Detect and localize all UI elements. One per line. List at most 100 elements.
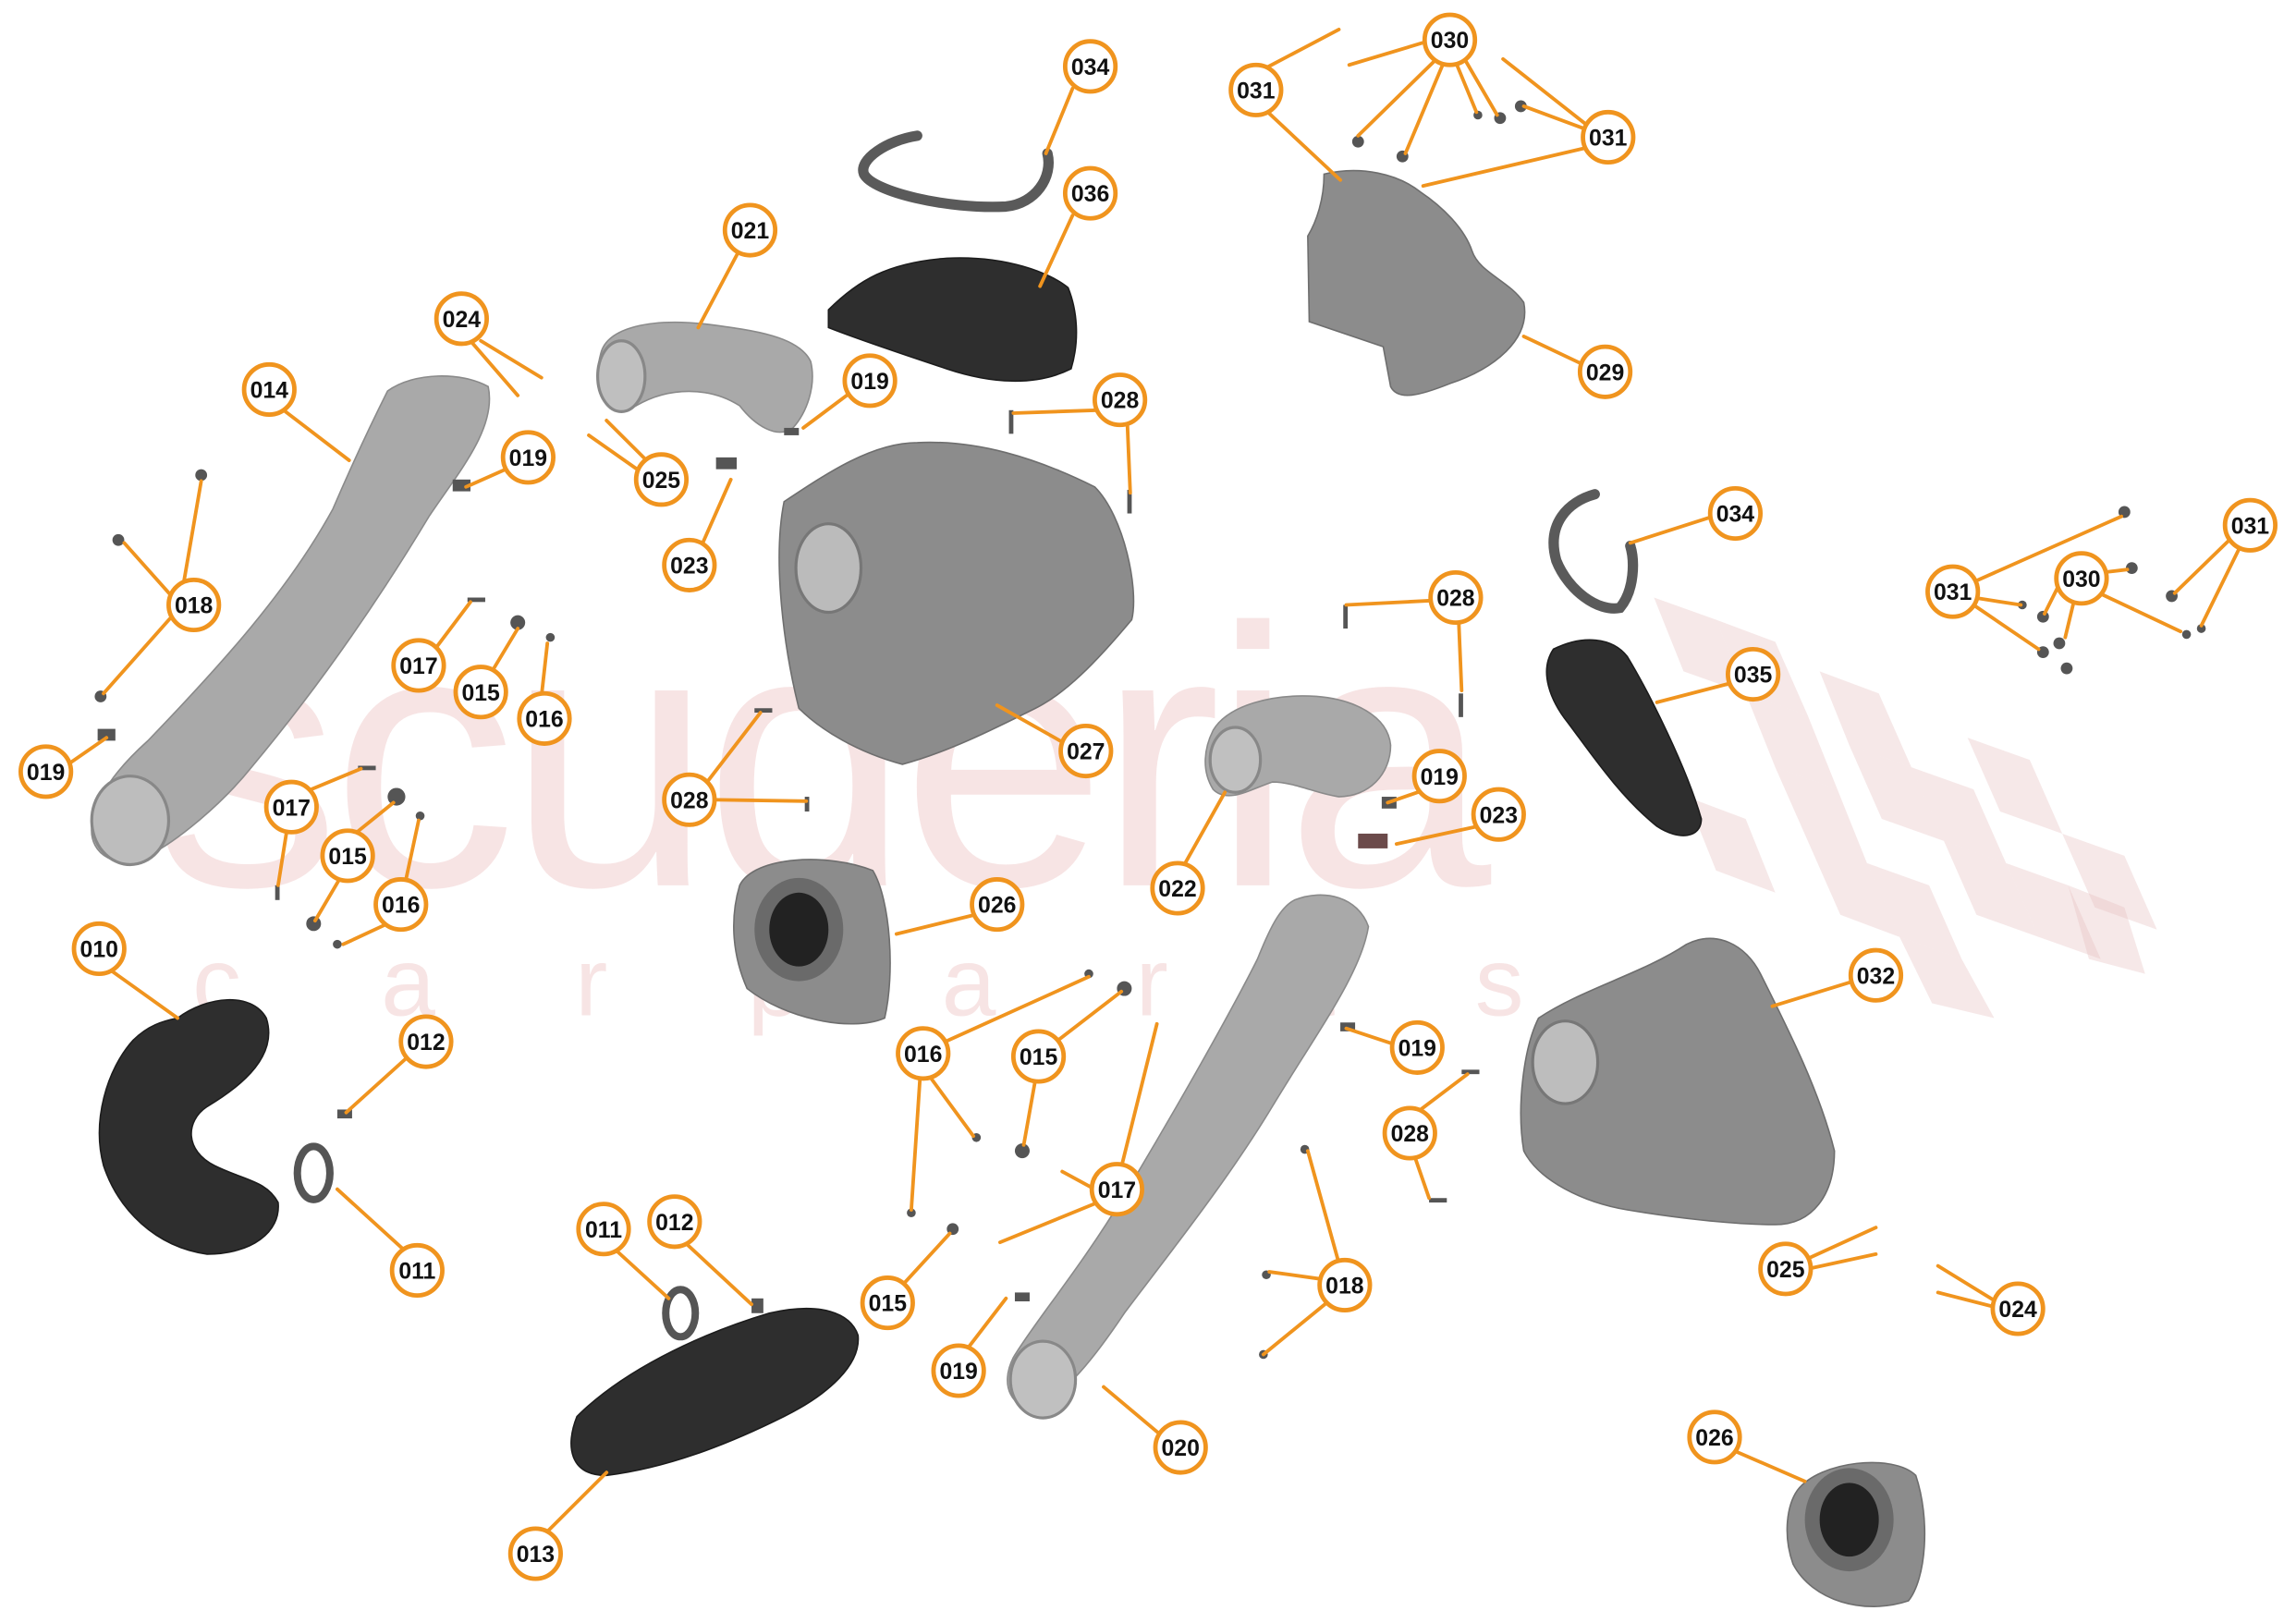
callout-036[interactable]: 036 [1062,165,1118,221]
callout-ring[interactable] [722,202,778,258]
callout-027[interactable]: 027 [1058,724,1114,779]
callout-ring[interactable] [1092,372,1148,428]
callout-ring[interactable] [1010,1029,1067,1084]
callout-ring[interactable] [1925,564,1981,619]
callout-ring[interactable] [970,877,1025,933]
callout-ring[interactable] [1707,486,1764,542]
callout-028[interactable]: 028 [662,772,717,827]
callout-015[interactable]: 015 [1010,1029,1067,1084]
callout-ring[interactable] [18,744,74,799]
callout-ring[interactable] [1758,1241,1814,1297]
callout-018[interactable]: 018 [1317,1257,1373,1312]
callout-ring[interactable] [842,353,898,409]
callout-ring[interactable] [1726,647,1781,702]
callout-ring[interactable] [1089,1162,1144,1217]
callout-019[interactable]: 019 [1411,749,1467,804]
callout-026[interactable]: 026 [1687,1409,1742,1465]
callout-015[interactable]: 015 [320,828,375,884]
callout-019[interactable]: 019 [1389,1019,1445,1075]
callout-ring[interactable] [1990,1281,2046,1336]
callout-ring[interactable] [1317,1257,1373,1312]
callout-017[interactable]: 017 [391,638,446,693]
callout-ring[interactable] [662,772,717,827]
callout-028[interactable]: 028 [1092,372,1148,428]
callout-017[interactable]: 017 [1089,1162,1144,1217]
callout-ring[interactable] [71,921,127,976]
callout-ring[interactable] [1422,12,1478,67]
callout-ring[interactable] [662,537,717,592]
callout-011[interactable]: 011 [576,1202,631,1257]
callout-016[interactable]: 016 [373,877,429,933]
callout-ring[interactable] [1153,1420,1208,1475]
callout-ring[interactable] [373,877,429,933]
callout-025[interactable]: 025 [1758,1241,1814,1297]
callout-031[interactable]: 031 [1228,62,1284,117]
callout-ring[interactable] [166,577,222,633]
callout-ring[interactable] [1428,569,1484,626]
callout-ring[interactable] [860,1275,915,1331]
callout-ring[interactable] [398,1014,454,1069]
callout-024[interactable]: 024 [1990,1281,2046,1336]
callout-019[interactable]: 019 [931,1343,986,1398]
callout-ring[interactable] [389,1242,445,1299]
callout-029[interactable]: 029 [1577,344,1633,399]
callout-024[interactable]: 024 [434,291,489,347]
callout-028[interactable]: 028 [1428,569,1484,626]
callout-ring[interactable] [1471,787,1526,842]
callout-ring[interactable] [263,779,319,835]
callout-015[interactable]: 015 [453,665,508,720]
callout-020[interactable]: 020 [1153,1420,1208,1475]
callout-ring[interactable] [576,1202,631,1257]
callout-019[interactable]: 019 [842,353,898,409]
callout-016[interactable]: 016 [896,1026,951,1081]
callout-031[interactable]: 031 [1925,564,1981,619]
callout-ring[interactable] [896,1026,951,1081]
callout-025[interactable]: 025 [633,452,690,507]
callout-ring[interactable] [647,1194,702,1250]
callout-ring[interactable] [1389,1019,1445,1075]
callout-ring[interactable] [633,452,690,507]
callout-ring[interactable] [1150,860,1205,916]
callout-023[interactable]: 023 [662,537,717,592]
callout-ring[interactable] [1382,1105,1437,1161]
callout-010[interactable]: 010 [71,921,127,976]
callout-032[interactable]: 032 [1848,947,1904,1003]
callout-ring[interactable] [320,828,375,884]
callout-012[interactable]: 012 [398,1014,454,1069]
callout-ring[interactable] [434,291,489,347]
callout-019[interactable]: 019 [18,744,74,799]
callout-019[interactable]: 019 [500,430,556,485]
callout-ring[interactable] [1411,749,1467,804]
callout-035[interactable]: 035 [1726,647,1781,702]
callout-ring[interactable] [1058,724,1114,779]
callout-ring[interactable] [2054,551,2109,606]
callout-030[interactable]: 030 [1422,12,1478,67]
callout-011[interactable]: 011 [389,1242,445,1299]
callout-031[interactable]: 031 [1581,109,1636,165]
callout-017[interactable]: 017 [263,779,319,835]
callout-016[interactable]: 016 [517,690,572,746]
callout-026[interactable]: 026 [970,877,1025,933]
callout-ring[interactable] [1062,165,1118,221]
callout-ring[interactable] [1228,62,1284,117]
callout-ring[interactable] [1581,109,1636,165]
callout-014[interactable]: 014 [241,361,297,417]
callout-ring[interactable] [507,1526,563,1581]
callout-015[interactable]: 015 [860,1275,915,1331]
callout-ring[interactable] [1687,1409,1742,1465]
callout-ring[interactable] [453,665,508,720]
callout-023[interactable]: 023 [1471,787,1526,842]
callout-030[interactable]: 030 [2054,551,2109,606]
callout-022[interactable]: 022 [1150,860,1205,916]
callout-ring[interactable] [2222,497,2278,553]
callout-ring[interactable] [1848,947,1904,1003]
callout-018[interactable]: 018 [166,577,222,633]
callout-021[interactable]: 021 [722,202,778,258]
callout-034[interactable]: 034 [1707,486,1764,542]
callout-028[interactable]: 028 [1382,1105,1437,1161]
callout-ring[interactable] [1577,344,1633,399]
callout-ring[interactable] [1062,39,1118,94]
callout-034[interactable]: 034 [1062,39,1118,94]
callout-031[interactable]: 031 [2222,497,2278,553]
callout-ring[interactable] [931,1343,986,1398]
